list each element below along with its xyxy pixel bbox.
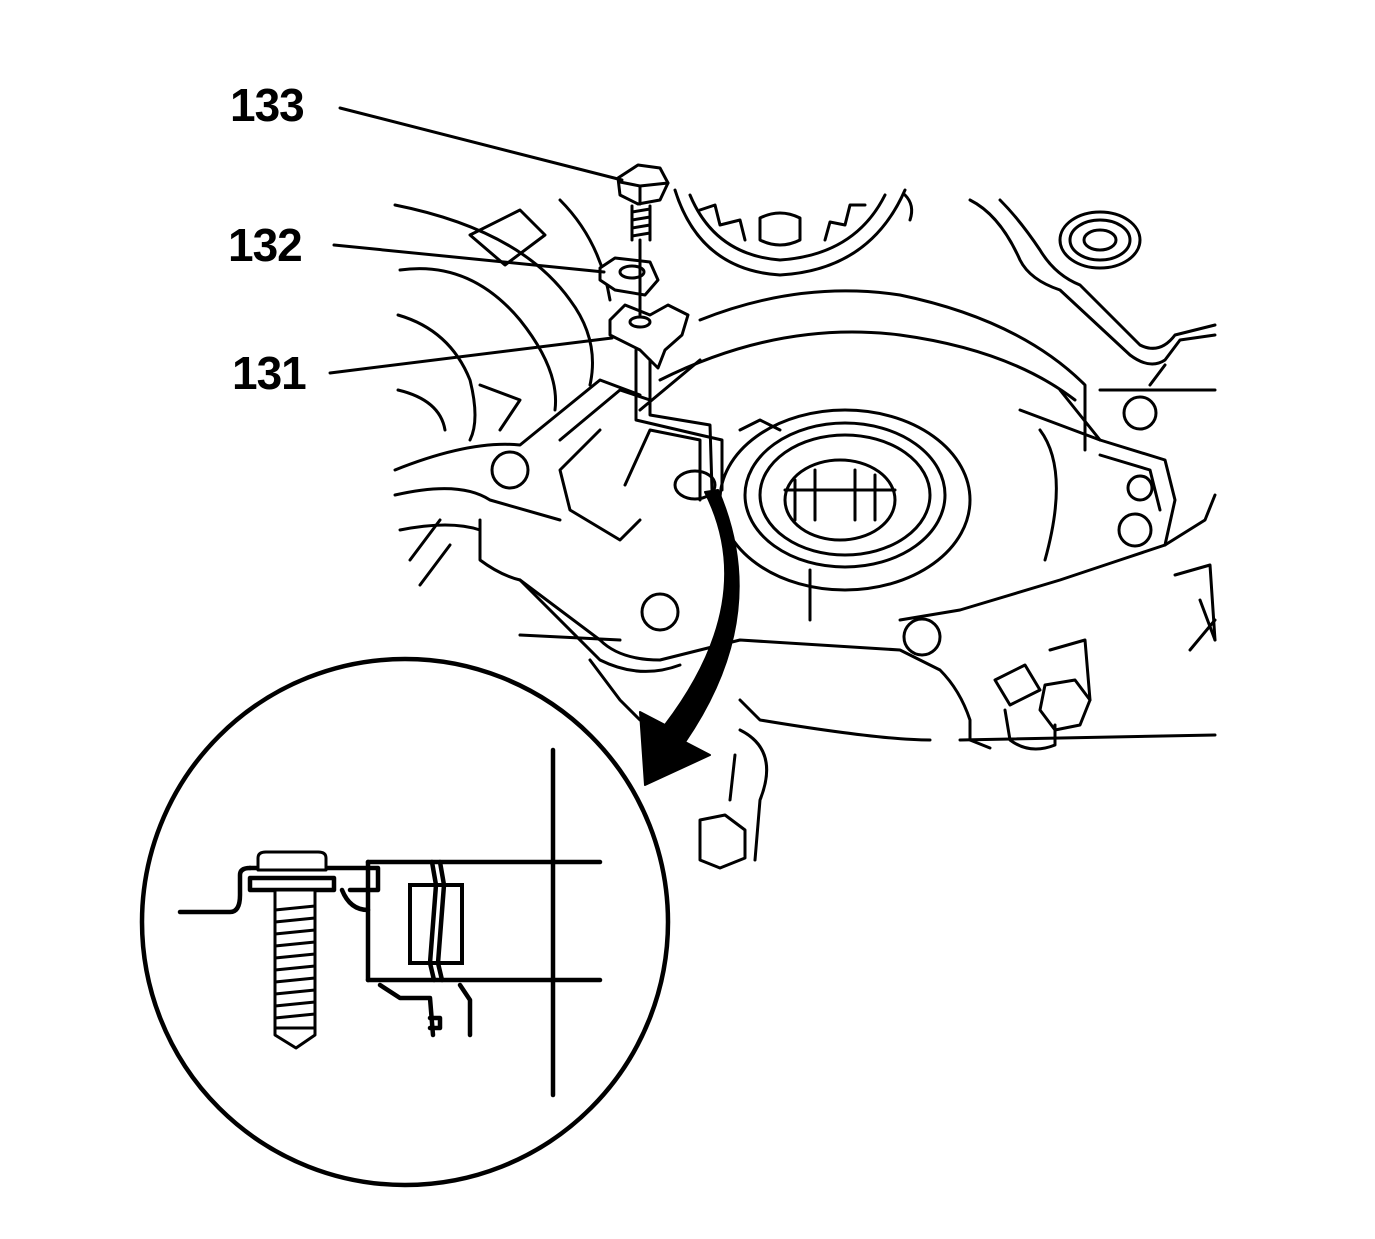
detail-arrow	[639, 489, 740, 786]
housing-casting	[393, 188, 1217, 870]
bolt-133	[616, 163, 670, 242]
detail-view-circle	[139, 656, 671, 1188]
callout-132: 132	[228, 219, 303, 271]
callout-131: 131	[232, 347, 307, 399]
washer-clip-132	[598, 256, 660, 297]
bracket-131	[608, 238, 724, 492]
callout-133: 133	[230, 79, 305, 131]
leader-lines	[328, 106, 624, 375]
